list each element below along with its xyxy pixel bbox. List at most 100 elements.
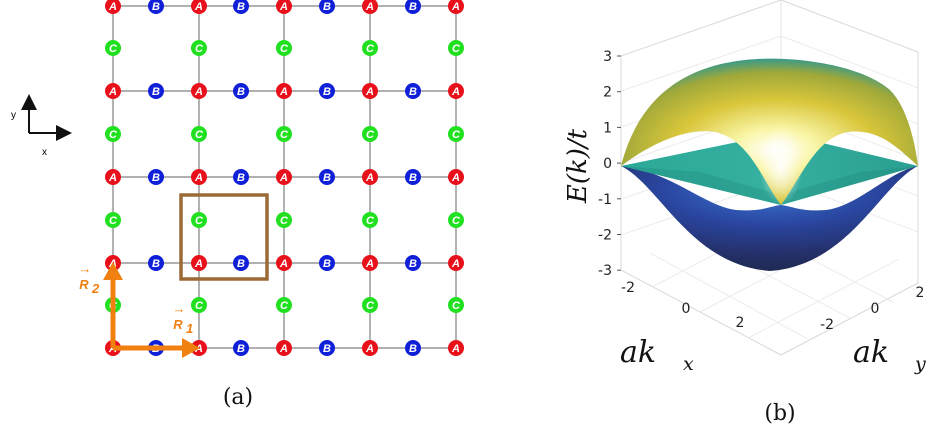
lower-band-surface <box>621 166 918 271</box>
svg-text:ak: ak <box>853 335 889 370</box>
svg-text:A: A <box>194 1 203 13</box>
svg-text:C: C <box>109 215 118 227</box>
site-b: B <box>148 255 164 271</box>
svg-text:C: C <box>109 43 118 55</box>
site-c: C <box>362 126 378 142</box>
svg-text:y: y <box>914 353 926 375</box>
site-c: C <box>276 126 292 142</box>
svg-text:B: B <box>237 343 245 355</box>
site-a: A <box>448 340 464 356</box>
ky-tick-label: -2 <box>820 317 834 333</box>
site-a: A <box>191 0 207 14</box>
site-b: B <box>233 255 249 271</box>
site-a: A <box>191 169 207 185</box>
svg-text:A: A <box>279 1 288 13</box>
svg-text:C: C <box>452 300 461 312</box>
svg-text:A: A <box>194 172 203 184</box>
site-a: A <box>448 83 464 99</box>
site-b: B <box>405 0 421 14</box>
svg-text:A: A <box>365 258 374 270</box>
site-c: C <box>362 40 378 56</box>
svg-text:C: C <box>195 129 204 141</box>
svg-text:B: B <box>237 258 245 270</box>
svg-text:C: C <box>452 215 461 227</box>
svg-text:A: A <box>365 343 374 355</box>
svg-text:C: C <box>366 300 375 312</box>
site-c: C <box>276 212 292 228</box>
svg-text:ak: ak <box>620 335 656 370</box>
svg-text:A: A <box>365 86 374 98</box>
site-a: A <box>191 83 207 99</box>
site-c: C <box>276 297 292 313</box>
svg-text:C: C <box>366 43 375 55</box>
svg-text:1: 1 <box>186 321 193 336</box>
site-b: B <box>319 169 335 185</box>
site-c: C <box>105 126 121 142</box>
site-c: C <box>448 212 464 228</box>
svg-text:B: B <box>409 258 417 270</box>
svg-text:B: B <box>237 1 245 13</box>
z-tick-label: -1 <box>598 192 612 208</box>
site-b: B <box>233 340 249 356</box>
upper-band-surface <box>621 58 918 206</box>
site-b: B <box>405 169 421 185</box>
svg-text:B: B <box>152 1 160 13</box>
site-a: A <box>276 255 292 271</box>
caption-b: (b) <box>764 401 795 426</box>
site-b: B <box>405 255 421 271</box>
site-c: C <box>105 212 121 228</box>
z-tick-label: 0 <box>603 156 612 172</box>
svg-text:A: A <box>279 86 288 98</box>
svg-text:A: A <box>194 258 203 270</box>
ky-tick-label: 2 <box>916 285 925 301</box>
site-a: A <box>362 169 378 185</box>
svg-text:C: C <box>195 43 204 55</box>
site-c: C <box>448 126 464 142</box>
svg-text:C: C <box>452 43 461 55</box>
x-axis-label: x <box>42 147 47 158</box>
z-tick-label: -3 <box>598 263 612 279</box>
svg-text:B: B <box>323 343 331 355</box>
site-b: B <box>148 169 164 185</box>
svg-text:A: A <box>108 86 117 98</box>
site-a: A <box>276 0 292 14</box>
svg-text:E(k)/t: E(k)/t <box>563 128 593 204</box>
lattice-sites: A B A B A B A B A C C C C C A B A B A B A B A C C C C C A B A B A B A B A C C C… <box>105 0 464 356</box>
site-c: C <box>448 40 464 56</box>
site-b: B <box>405 340 421 356</box>
site-b: B <box>319 0 335 14</box>
kx-tick-label: -2 <box>621 280 635 296</box>
site-c: C <box>362 297 378 313</box>
svg-text:B: B <box>323 1 331 13</box>
vector-r2 <box>103 262 123 348</box>
site-a: A <box>448 0 464 14</box>
svg-text:A: A <box>279 343 288 355</box>
svg-text:B: B <box>409 1 417 13</box>
kx-axis-label: ak x <box>620 335 694 375</box>
site-c: C <box>276 40 292 56</box>
svg-text:C: C <box>452 129 461 141</box>
site-a: A <box>362 0 378 14</box>
svg-text:C: C <box>366 215 375 227</box>
kx-axis-ticks: -202 <box>621 280 744 331</box>
z-axis-label: E(k)/t <box>563 128 593 204</box>
svg-text:→: → <box>79 261 92 276</box>
svg-text:A: A <box>451 258 460 270</box>
site-b: B <box>319 255 335 271</box>
svg-text:B: B <box>323 172 331 184</box>
svg-text:A: A <box>365 1 374 13</box>
site-a: A <box>191 255 207 271</box>
kx-tick-label: 2 <box>736 315 745 331</box>
svg-text:C: C <box>280 215 289 227</box>
svg-text:A: A <box>279 258 288 270</box>
site-a: A <box>276 340 292 356</box>
site-b: B <box>405 83 421 99</box>
svg-text:C: C <box>280 300 289 312</box>
site-a: A <box>105 169 121 185</box>
svg-text:A: A <box>451 86 460 98</box>
svg-text:A: A <box>365 172 374 184</box>
site-c: C <box>191 40 207 56</box>
